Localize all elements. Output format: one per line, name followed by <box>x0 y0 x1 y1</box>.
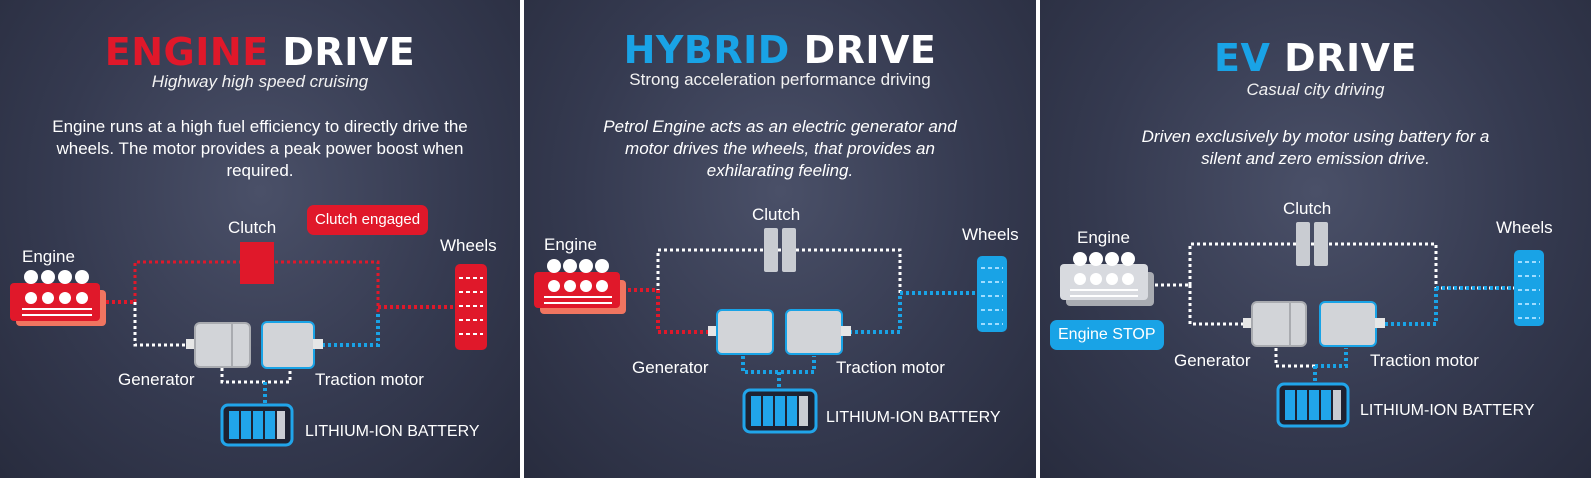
battery-icon <box>220 403 294 447</box>
hybrid-drive-diagram <box>534 228 1007 434</box>
traction-motor-label: Traction motor <box>836 358 945 377</box>
wheels-icon <box>1514 250 1544 326</box>
wheels-label: Wheels <box>1496 218 1553 237</box>
panel-title: EV DRIVE <box>1040 36 1591 80</box>
battery-label: LITHIUM-ION BATTERY <box>1360 402 1535 419</box>
panel-title: ENGINE DRIVE <box>0 30 520 74</box>
traction-motor-icon <box>261 321 323 369</box>
title-accent: HYBRID <box>623 28 790 72</box>
path-gen-motor-to-battery <box>220 368 292 384</box>
path-battery-to-motor-blue <box>1315 348 1348 368</box>
traction-motor-label: Traction motor <box>315 370 424 389</box>
panel-description: Driven exclusively by motor using batter… <box>1141 127 1490 168</box>
generator-icon <box>708 309 774 355</box>
panel-engine-drive: ENGINE DRIVE Highway high speed cruising… <box>0 0 520 478</box>
engine-icon <box>1060 252 1154 306</box>
path-clutch-loop-white <box>656 248 902 296</box>
generator-label: Generator <box>118 370 195 389</box>
title-rest: DRIVE <box>1270 36 1417 80</box>
engine-icon <box>534 259 626 314</box>
path-clutch-loop-red <box>133 260 380 312</box>
path-motor-to-loop-blue <box>322 312 380 347</box>
engine-icon <box>10 270 106 326</box>
battery-icon <box>1276 382 1350 428</box>
generator-label: Generator <box>632 358 709 377</box>
title-accent: ENGINE <box>104 30 269 74</box>
wheels-icon <box>455 264 487 350</box>
ev-drive-diagram <box>1060 222 1544 428</box>
battery-label: LITHIUM-ION BATTERY <box>826 409 1001 426</box>
traction-motor-icon <box>785 309 851 355</box>
panel-ev-drive: EV DRIVE Casual city driving Driven excl… <box>1040 0 1591 478</box>
battery-icon <box>742 388 818 434</box>
panel-subtitle: Strong acceleration performance driving <box>629 70 931 89</box>
clutch-icon <box>240 242 274 284</box>
engine-label: Engine <box>544 235 597 254</box>
clutch-icon <box>1296 222 1328 266</box>
battery-label: LITHIUM-ION BATTERY <box>305 423 480 440</box>
title-rest: DRIVE <box>789 28 937 72</box>
clutch-icon <box>764 228 796 272</box>
engine-drive-diagram <box>10 242 487 447</box>
path-generator-link-white <box>133 302 188 347</box>
panel-hybrid-drive: HYBRID DRIVE Strong acceleration perform… <box>524 0 1036 478</box>
path-motor-to-wheels-blue <box>849 291 979 334</box>
generator-label: Generator <box>1174 351 1251 370</box>
path-motor-to-loop-blue <box>1385 288 1438 326</box>
panel-title: HYBRID DRIVE <box>524 28 1036 72</box>
panel-subtitle: Highway high speed cruising <box>151 72 369 91</box>
clutch-label: Clutch <box>752 205 801 224</box>
path-generator-to-battery-white <box>1274 348 1315 368</box>
path-clutch-loop-white <box>1188 242 1516 290</box>
traction-motor-label: Traction motor <box>1370 351 1479 370</box>
panel-description: Petrol Engine acts as an electric genera… <box>603 117 957 180</box>
path-gen-motor-to-battery-blue <box>741 356 816 374</box>
generator-icon <box>1243 301 1307 347</box>
panel-description: Engine runs at a high fuel efficiency to… <box>52 117 468 180</box>
wheels-icon <box>977 256 1007 332</box>
title-accent: EV <box>1214 36 1271 80</box>
clutch-engaged-badge: Clutch engaged <box>307 205 429 235</box>
traction-motor-icon <box>1319 301 1385 347</box>
wheels-label: Wheels <box>440 236 497 255</box>
engine-label: Engine <box>1077 228 1130 247</box>
engine-stop-badge: Engine STOP <box>1050 320 1164 350</box>
clutch-label: Clutch <box>1283 199 1332 218</box>
generator-icon <box>186 322 251 368</box>
path-engine-to-generator-red <box>656 290 712 334</box>
engine-label: Engine <box>22 247 75 266</box>
clutch-label: Clutch <box>228 218 277 237</box>
path-engine-to-generator-white <box>1188 285 1246 326</box>
wheels-label: Wheels <box>962 225 1019 244</box>
title-rest: DRIVE <box>268 30 416 74</box>
panel-subtitle: Casual city driving <box>1246 80 1385 99</box>
